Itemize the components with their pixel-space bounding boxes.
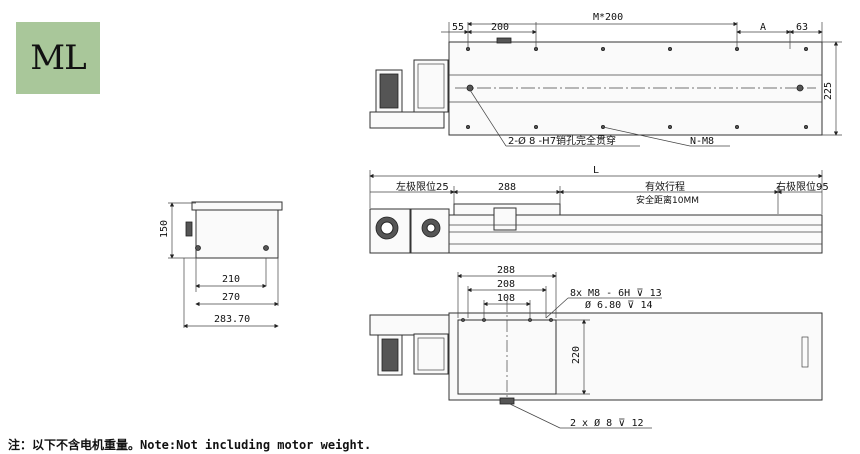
end-view: 210 270 283.70 150	[159, 201, 283, 329]
dim-225: 225	[823, 82, 834, 100]
dim-200: 200	[491, 22, 509, 33]
model-label: ML	[30, 38, 86, 78]
dim-210: 210	[222, 274, 240, 285]
dim-a: A	[760, 22, 766, 33]
dim-L: L	[593, 165, 599, 176]
note-holes: 8x M8 - 6H ⊽ 13	[570, 288, 662, 299]
note-pin-hole: 2-Ø 8 -H7销孔完全贯穿	[508, 134, 616, 147]
motor-flange	[413, 59, 449, 113]
side-view: L 左极限位25 288 有效行程 右极限位95 安全距离10MM	[369, 165, 829, 254]
model-badge: ML	[16, 22, 100, 94]
dim-270: 270	[222, 292, 240, 303]
dim-150: 150	[159, 220, 170, 238]
note-dia: Ø 6.80 ⊽ 14	[585, 299, 653, 311]
safety-label: 安全距离10MM	[636, 194, 699, 206]
footnote: 注：以下不含电机重量。Note:Not including motor weig…	[8, 438, 372, 452]
motor-mount	[369, 111, 445, 129]
top-clamp	[496, 37, 512, 44]
pin-hole	[466, 84, 474, 92]
dim-220: 220	[571, 346, 582, 364]
dim-55: 55	[452, 22, 464, 33]
dim-63: 63	[796, 22, 808, 33]
left-limit-label: 左极限位25	[396, 180, 449, 193]
dim-208: 208	[497, 279, 515, 290]
top-view: 55 200 M*200 A 63 225 2-Ø 8 -H7销孔完全贯穿 N-…	[369, 12, 842, 147]
note-pins: 2 x Ø 8 ⊽ 12	[570, 417, 644, 429]
bottom-view: 288 208 108 220 8x M8 - 6H ⊽ 13 Ø 6.80 ⊽…	[369, 265, 823, 429]
right-limit-label: 右极限位95	[776, 180, 829, 193]
dim-283-70: 283.70	[214, 314, 250, 325]
stroke-label: 有效行程	[645, 180, 685, 193]
pin-hole	[796, 84, 804, 92]
motor-shade	[379, 73, 399, 109]
carriage-holes	[461, 318, 553, 322]
dim-m200: M*200	[593, 12, 623, 23]
dim-288: 288	[498, 182, 516, 193]
holes-top-row	[465, 47, 809, 130]
rail-body-top	[448, 41, 823, 136]
note-thread: N-M8	[690, 136, 714, 147]
dim-108: 108	[497, 293, 515, 304]
dim-288-bottom: 288	[497, 265, 515, 276]
